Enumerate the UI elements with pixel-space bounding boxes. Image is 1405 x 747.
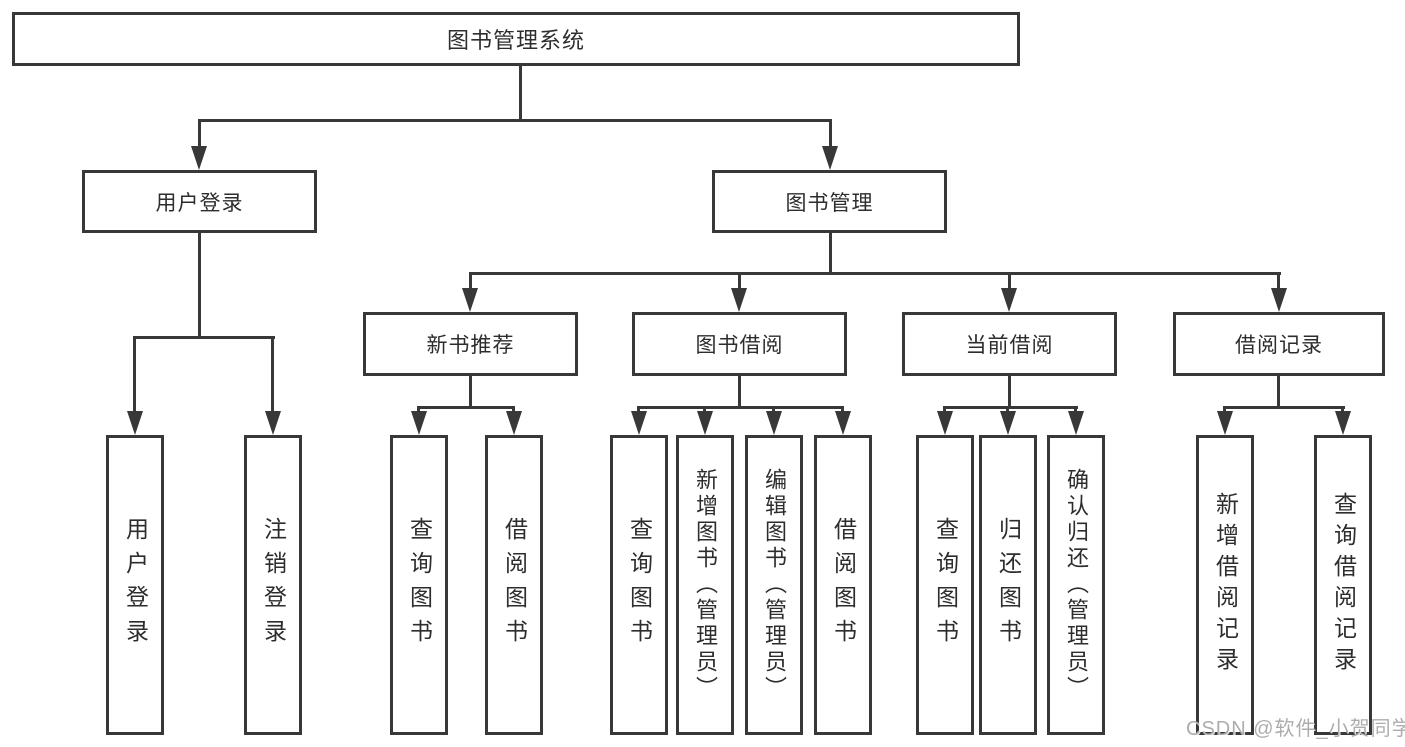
node-label: 图书管理系统: [446, 28, 585, 53]
leaf-return-book: 归还图书: [979, 435, 1037, 735]
node-book-borrow: 图书借阅: [632, 312, 847, 376]
arrow-down-icon: [127, 411, 143, 435]
connector-line: [1277, 272, 1280, 292]
leaf-confirm-return-admin: 确认归还（管理员）: [1047, 435, 1105, 735]
leaf-search-borrow-record: 查询借阅记录: [1314, 435, 1372, 735]
arrow-down-icon: [937, 411, 953, 435]
arrow-down-icon: [1000, 411, 1016, 435]
leaf-edit-book-admin: 编辑图书（管理员）: [745, 435, 803, 735]
leaf-label: 借阅图书: [501, 517, 528, 653]
node-library-system: 图书管理系统: [12, 12, 1020, 66]
connector-line: [1008, 376, 1011, 409]
leaf-label: 新增借阅记录: [1212, 492, 1239, 678]
leaf-label: 用户登录: [122, 517, 149, 653]
leaf-user-login: 用户登录: [106, 435, 164, 735]
arrow-down-icon: [731, 288, 747, 312]
leaf-label: 确认归还（管理员）: [1064, 468, 1089, 702]
connector-line: [637, 406, 844, 409]
connector-line: [198, 119, 832, 122]
leaf-borrow-book: 借阅图书: [814, 435, 872, 735]
arrow-down-icon: [191, 146, 207, 170]
node-borrow-records: 借阅记录: [1173, 312, 1385, 376]
arrow-down-icon: [265, 411, 281, 435]
connector-line: [1277, 376, 1280, 409]
leaf-label: 查询图书: [406, 517, 433, 653]
arrow-down-icon: [506, 411, 522, 435]
connector-line: [469, 272, 472, 292]
leaf-search-book-recommend: 查询图书: [390, 435, 448, 735]
node-label: 图书管理: [785, 191, 874, 215]
leaf-label: 注销登录: [260, 517, 287, 653]
connector-line: [738, 376, 741, 409]
leaf-label: 查询图书: [932, 517, 959, 653]
node-new-book-recommend: 新书推荐: [363, 312, 578, 376]
connector-line: [1223, 406, 1345, 409]
connector-line: [519, 66, 522, 122]
connector-line: [829, 233, 832, 275]
leaf-label: 编辑图书（管理员）: [762, 468, 787, 702]
connector-line: [134, 336, 275, 339]
arrow-down-icon: [1335, 411, 1351, 435]
arrow-down-icon: [766, 411, 782, 435]
connector-line: [133, 336, 136, 414]
leaf-label: 查询借阅记录: [1330, 492, 1357, 678]
arrow-down-icon: [1217, 411, 1233, 435]
csdn-watermark: CSDN @软件_小贺同学: [1186, 718, 1405, 740]
arrow-down-icon: [1068, 411, 1084, 435]
arrow-down-icon: [835, 411, 851, 435]
arrow-down-icon: [1001, 288, 1017, 312]
leaf-label: 归还图书: [995, 517, 1022, 653]
arrow-down-icon: [697, 411, 713, 435]
node-current-borrow: 当前借阅: [902, 312, 1117, 376]
connector-line: [198, 119, 201, 150]
connector-line: [469, 376, 472, 409]
leaf-label: 查询图书: [626, 517, 653, 653]
arrow-down-icon: [411, 411, 427, 435]
node-user-login: 用户登录: [82, 170, 317, 233]
node-label: 新书推荐: [426, 334, 515, 357]
node-label: 借阅记录: [1235, 334, 1323, 357]
node-book-management: 图书管理: [712, 170, 947, 233]
node-label: 用户登录: [155, 191, 244, 215]
leaf-borrow-book-recommend: 借阅图书: [485, 435, 543, 735]
connector-line: [417, 406, 515, 409]
node-label: 当前借阅: [965, 334, 1054, 357]
connector-line: [469, 272, 1281, 275]
connector-line: [198, 233, 201, 339]
connector-line: [1008, 272, 1011, 292]
leaf-search-current: 查询图书: [916, 435, 974, 735]
arrow-down-icon: [822, 146, 838, 170]
arrow-down-icon: [1271, 288, 1287, 312]
connector-line: [943, 406, 1078, 409]
node-label: 图书借阅: [695, 334, 784, 357]
leaf-add-book-admin: 新增图书（管理员）: [676, 435, 734, 735]
leaf-label: 新增图书（管理员）: [693, 468, 718, 702]
connector-line: [271, 336, 274, 414]
connector-line: [738, 272, 741, 292]
leaf-add-borrow-record: 新增借阅记录: [1196, 435, 1254, 735]
leaf-logout: 注销登录: [244, 435, 302, 735]
connector-line: [829, 119, 832, 150]
leaf-search-book: 查询图书: [610, 435, 668, 735]
arrow-down-icon: [631, 411, 647, 435]
arrow-down-icon: [462, 288, 478, 312]
leaf-label: 借阅图书: [830, 517, 857, 653]
